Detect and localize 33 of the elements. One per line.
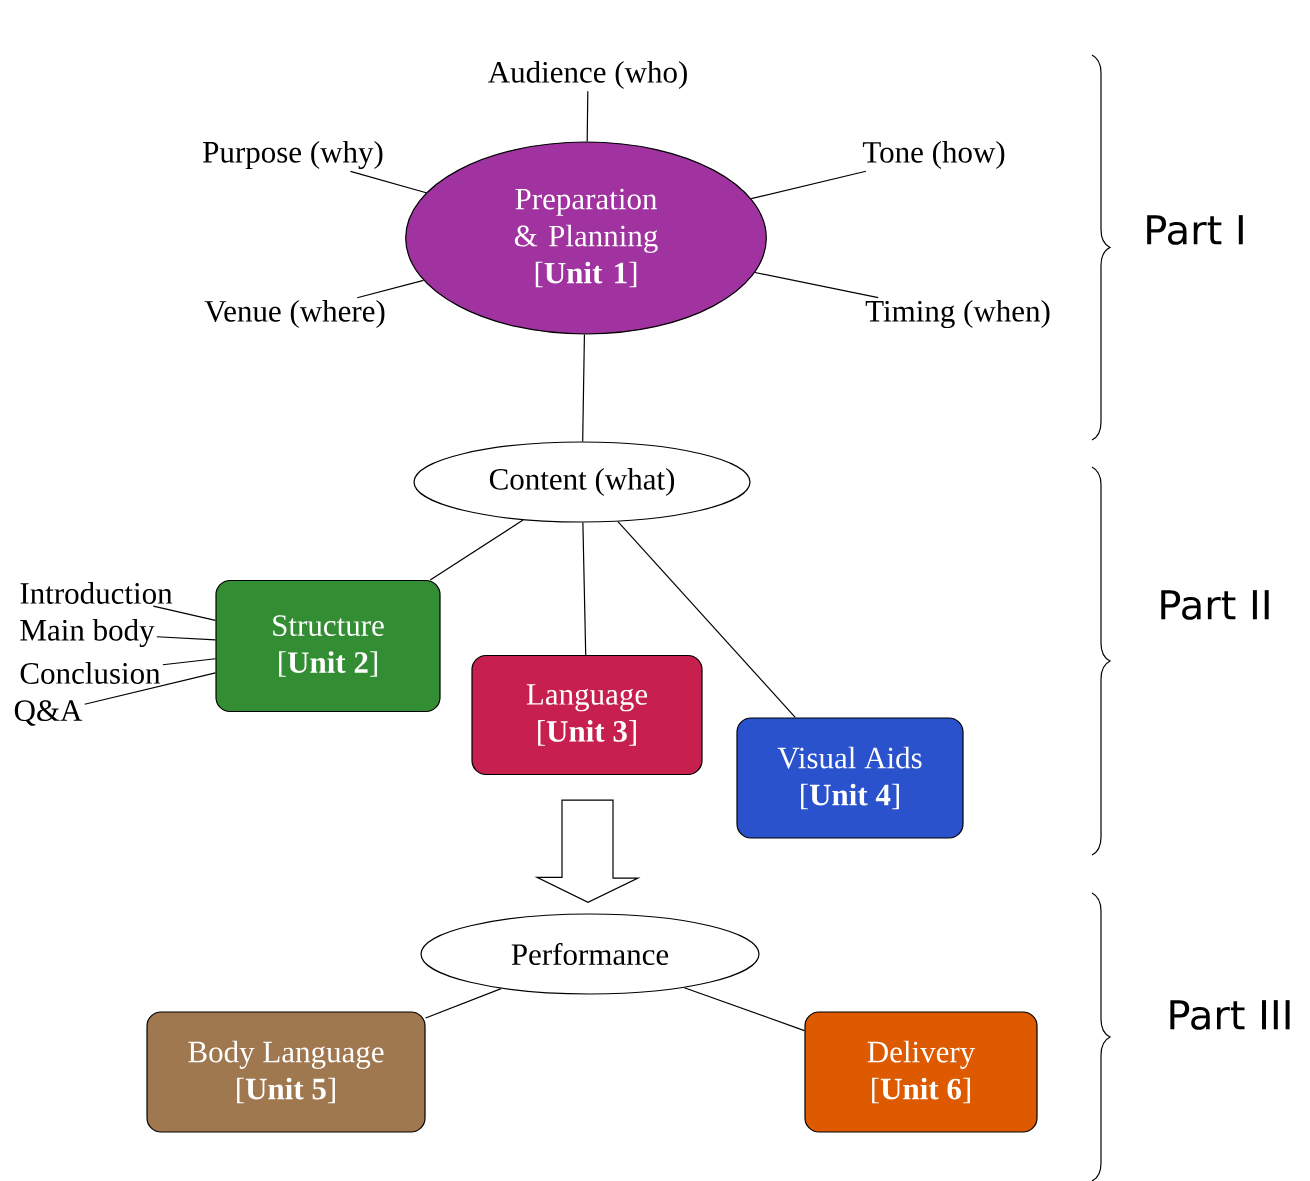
connector-line [156,636,216,641]
connector-line [425,988,502,1019]
topic-label: Venue (where) [204,299,385,329]
topic-label: Q&A [14,700,83,726]
topic-label: Conclusion [20,662,161,684]
connector-line [582,334,585,442]
topic-label: Introduction [20,582,173,604]
unit-box: Body Language [Unit 5] [146,1011,426,1133]
connector-line [683,987,805,1032]
part-label: Part II [1161,590,1269,620]
connector-line [162,658,216,666]
connector-line [750,170,867,200]
unit-box: Visual Aids [Unit 4] [736,717,964,839]
connector-line [84,672,216,705]
connector-line [582,522,587,656]
part-label: Part I [1147,215,1243,245]
topic-label: Main body [20,618,155,648]
unit-box: Delivery [Unit 6] [804,1011,1038,1133]
connector-line [586,90,589,142]
part-label: Part III [1170,1000,1290,1030]
block-arrow [534,799,641,904]
topic-label: Audience (who) [488,60,687,90]
connector-line [152,605,216,621]
connector-line [754,271,879,299]
topic-label: Purpose (why) [203,140,383,170]
connector-line [349,170,427,194]
topic-label: Tone (how) [862,140,1005,170]
connector-line [429,519,524,581]
unit-box: Language [Unit 3] [471,654,703,776]
connector-line [356,279,425,299]
unit-box: Structure [Unit 2] [215,579,441,713]
topic-label: Timing (when) [865,299,1050,329]
connector-line [617,521,796,718]
